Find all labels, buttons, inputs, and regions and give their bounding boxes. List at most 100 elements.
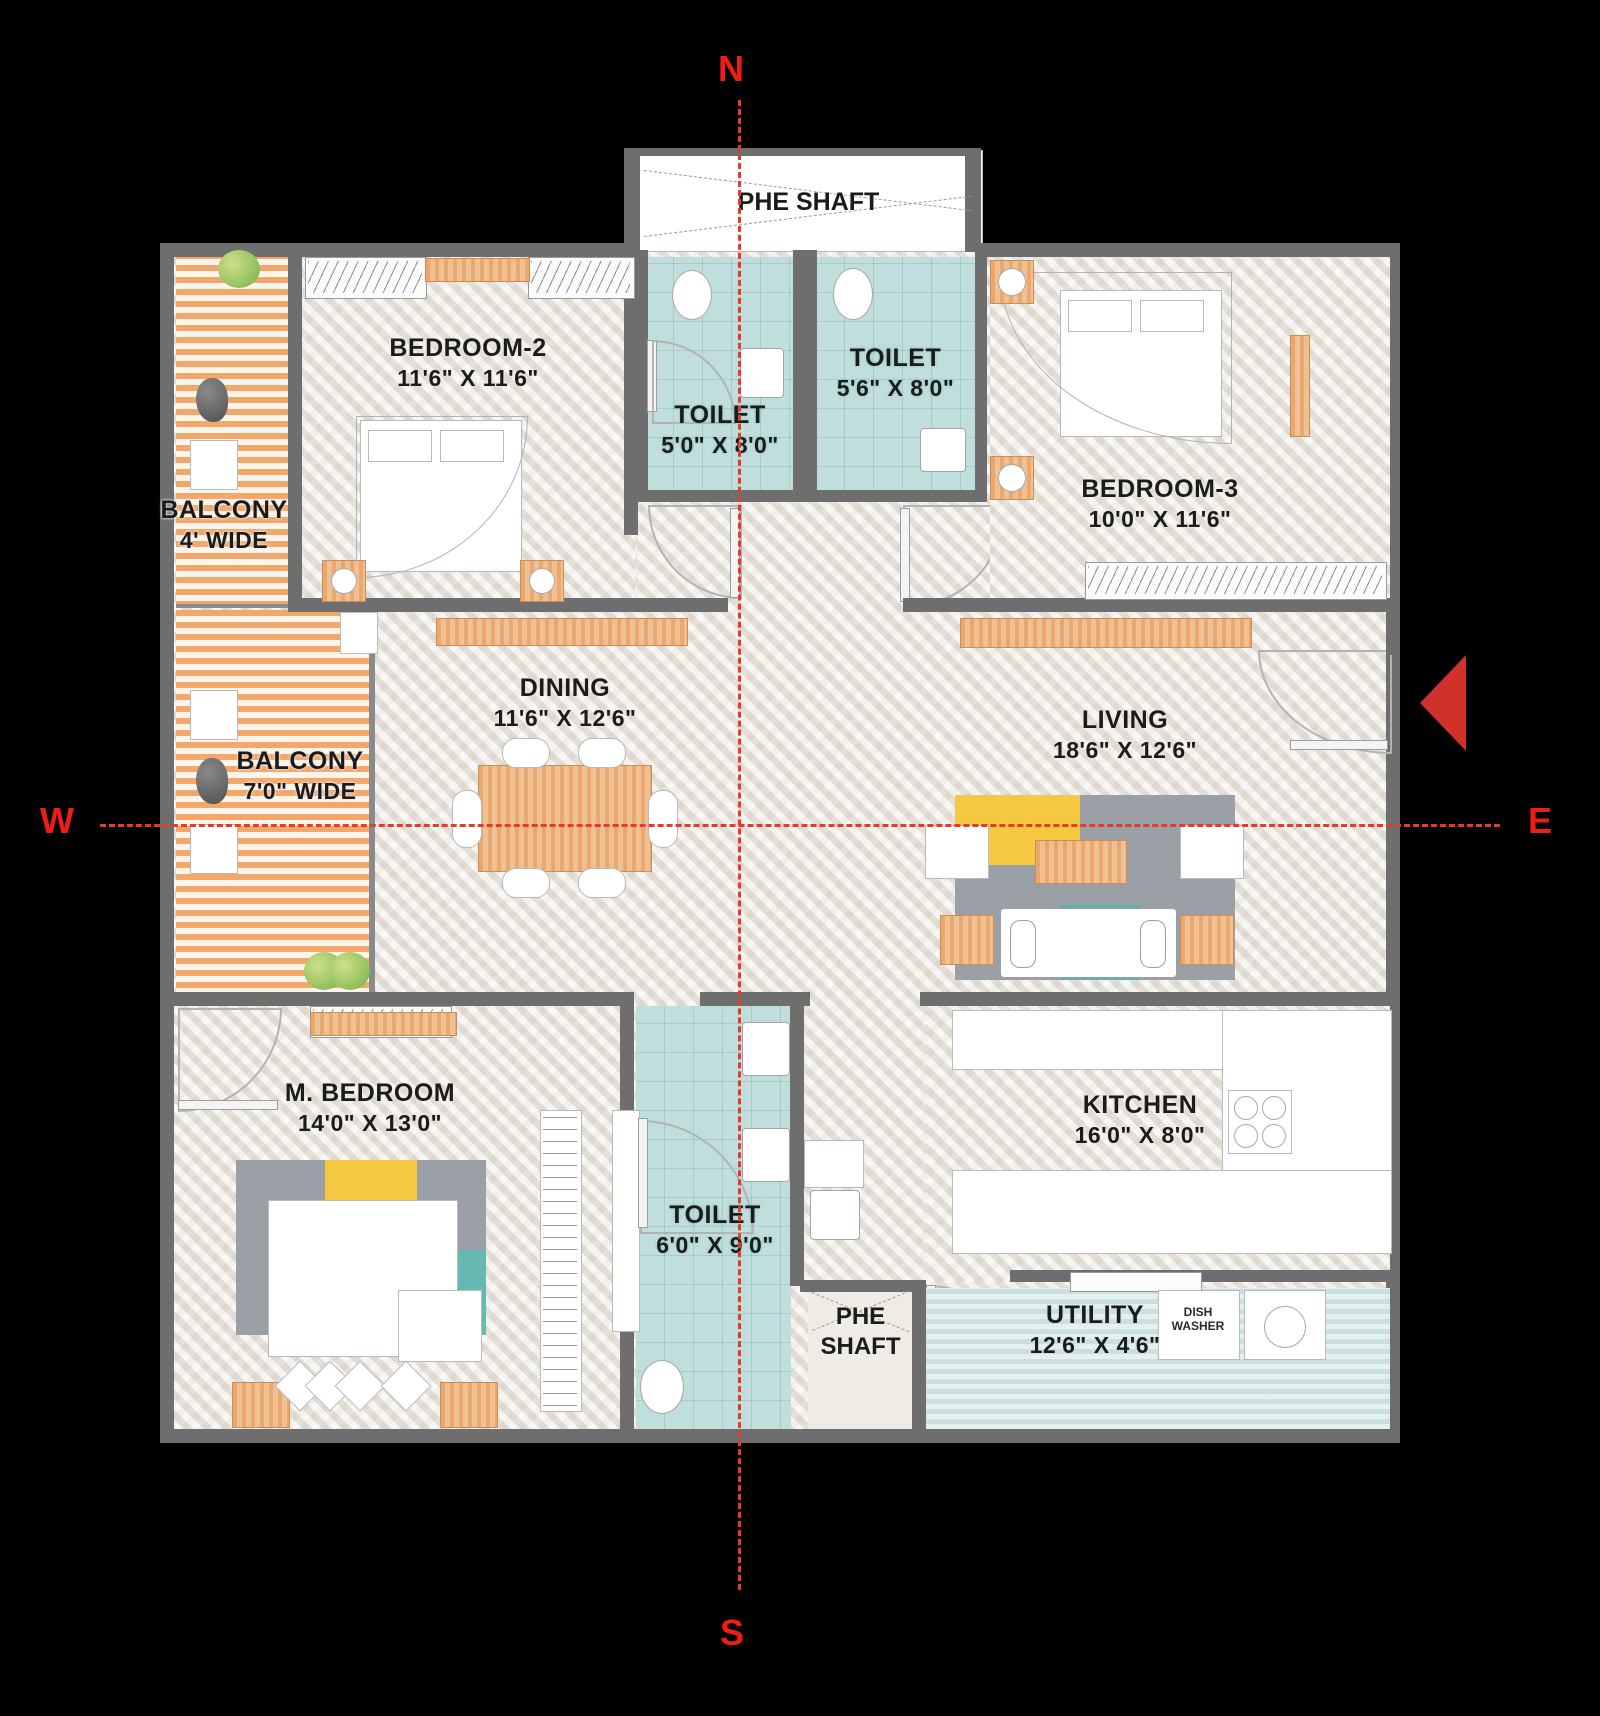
master-bedroom-door-leaf <box>178 1100 278 1110</box>
toilet-3-wall-right <box>790 1006 804 1286</box>
living-label: LIVING 18'6" X 12'6" <box>985 705 1265 765</box>
corridor-sink <box>810 1190 860 1240</box>
toilet-1-dim: 5'0" X 8'0" <box>661 432 779 458</box>
balcony-2-chair-top <box>190 690 238 740</box>
compass-west-label: W <box>40 800 74 841</box>
living-armchair-left <box>925 825 989 879</box>
toilet-3-washbasin-lower <box>742 1128 790 1182</box>
living-name: LIVING <box>1081 706 1169 734</box>
balcony-separator <box>176 604 369 608</box>
bedroom-3-dim: 10'0" X 11'6" <box>1088 506 1232 532</box>
toilet-1-wall-bottom <box>636 490 806 502</box>
toilet-3-label: TOILET 6'0" X 9'0" <box>590 1200 840 1260</box>
toilet-3-door-leaf <box>638 1118 648 1228</box>
balcony-2-name: BALCONY <box>236 747 364 775</box>
dining-chair-top-b <box>578 738 626 768</box>
toilet-3-name: TOILET <box>669 1201 761 1229</box>
mid-wall-right <box>920 992 1390 1006</box>
living-armchair-right <box>1180 825 1244 879</box>
bedroom-2-wall-bottom <box>288 598 728 612</box>
kitchen-label: KITCHEN 16'0" X 8'0" <box>990 1090 1290 1150</box>
kitchen-burner-d <box>1262 1124 1286 1148</box>
main-entry-door-leaf <box>1290 740 1388 750</box>
dining-chair-right <box>648 790 678 848</box>
bedroom-2-wall-right <box>624 250 638 535</box>
phe-shaft-south-wall-right <box>912 1280 926 1432</box>
kitchen-burner-a <box>1234 1096 1258 1120</box>
master-bedroom-dim: 14'0" X 13'0" <box>297 1110 443 1136</box>
phe-shaft-north-wall-top <box>624 148 981 156</box>
north-south-axis <box>738 100 741 1590</box>
bedroom-2-lamp-left <box>331 568 357 594</box>
toilet-1-washbasin <box>740 348 784 398</box>
kitchen-burner-c <box>1234 1124 1258 1148</box>
bedroom-2-dim: 11'6" X 11'6" <box>397 365 539 391</box>
kitchen-counter-top <box>952 1010 1244 1070</box>
phe-shaft-north-wall-left <box>624 148 640 252</box>
living-side-table-left <box>940 915 994 965</box>
master-bedroom-sidetable-right <box>440 1382 498 1428</box>
bedroom-2-name: BEDROOM-2 <box>389 334 547 362</box>
living-sofa-cushion-a <box>1010 920 1036 968</box>
living-sofa-cushion-b <box>1140 920 1166 968</box>
toilet-2-name: TOILET <box>849 344 942 372</box>
phe-shaft-north-wall-right <box>965 148 981 252</box>
compass-north-label: N <box>718 48 744 89</box>
toilet-2-washbasin <box>920 428 966 472</box>
master-bedroom-name: M. BEDROOM <box>284 1079 456 1107</box>
bedroom-2-label: BEDROOM-2 11'6" X 11'6" <box>318 333 618 393</box>
toilet-3-washbasin-upper <box>742 1022 790 1076</box>
dining-chair-bottom-a <box>502 868 550 898</box>
bedroom-3-console <box>960 618 1252 648</box>
living-coffee-table <box>1035 840 1127 884</box>
phe-shaft-south-floor <box>808 1288 918 1429</box>
toilet-3-wc <box>640 1360 684 1414</box>
dish-washer-label: DISH WASHER <box>1171 1305 1225 1333</box>
bedroom-3-east-panel <box>1290 335 1310 437</box>
balcony-2-deck <box>176 610 369 1000</box>
mid-wall-left <box>174 992 634 1006</box>
dish-washer-unit <box>1158 1290 1240 1360</box>
master-bedroom-console <box>310 1012 457 1036</box>
toilet-2-wall-left <box>805 250 817 502</box>
utility-window <box>1070 1272 1202 1292</box>
bedroom-2-window-a-hatch <box>308 261 422 293</box>
phe-shaft-north-label: PHE SHAFT <box>737 188 880 216</box>
utility-label: UTILITY 12'6" X 4'6" <box>960 1300 1230 1360</box>
corridor-counter <box>804 1140 864 1188</box>
bedroom-3-wardrobe-hatch <box>1088 566 1382 594</box>
bedroom-3-lamp-top <box>998 268 1026 296</box>
dining-dim: 11'6" X 12'6" <box>493 705 637 731</box>
toilet-2-label: TOILET 5'6" X 8'0" <box>768 343 1023 403</box>
bedroom-2-wall-left <box>288 250 302 610</box>
bedroom-3-lamp-bottom <box>998 464 1026 492</box>
bedroom-2-window-b-hatch <box>531 261 630 293</box>
kitchen-dim: 16'0" X 8'0" <box>1074 1122 1206 1148</box>
toilet-2-wall-bottom <box>805 490 987 502</box>
balcony-2-stone <box>196 758 228 804</box>
balcony-2-label: BALCONY 7'0" WIDE <box>175 746 425 806</box>
toilet-2-dim: 5'6" X 8'0" <box>836 375 955 401</box>
toilet-1-label: TOILET 5'0" X 8'0" <box>590 400 850 460</box>
kitchen-counter-bottom <box>952 1170 1392 1254</box>
master-bedroom-blanket <box>398 1290 482 1362</box>
toilet-1-name: TOILET <box>674 401 766 429</box>
toilet-1-wc <box>672 270 712 320</box>
balcony-1-chair <box>190 440 238 490</box>
phe-shaft-north-box <box>636 150 983 252</box>
living-dim: 18'6" X 12'6" <box>1052 737 1198 763</box>
toilet-3-dim: 6'0" X 9'0" <box>656 1232 774 1258</box>
phe-shaft-south-wall-top <box>800 1280 926 1292</box>
balcony-1-stone <box>196 378 228 422</box>
dining-label: DINING 11'6" X 12'6" <box>430 673 700 733</box>
bedroom-3-wall-bottom <box>903 598 1393 612</box>
kitchen-burner-b <box>1262 1096 1286 1120</box>
master-bedroom-label: M. BEDROOM 14'0" X 13'0" <box>220 1078 520 1138</box>
phe-shaft-south-label: PHE SHAFT <box>820 1303 901 1360</box>
balcony-2-chair-bottom <box>190 824 238 874</box>
balcony-2-dim: 7'0" WIDE <box>243 778 357 804</box>
toilet-1-wall-left <box>636 250 648 502</box>
utility-name: UTILITY <box>1046 1301 1144 1329</box>
compass-east-label: E <box>1528 800 1553 841</box>
